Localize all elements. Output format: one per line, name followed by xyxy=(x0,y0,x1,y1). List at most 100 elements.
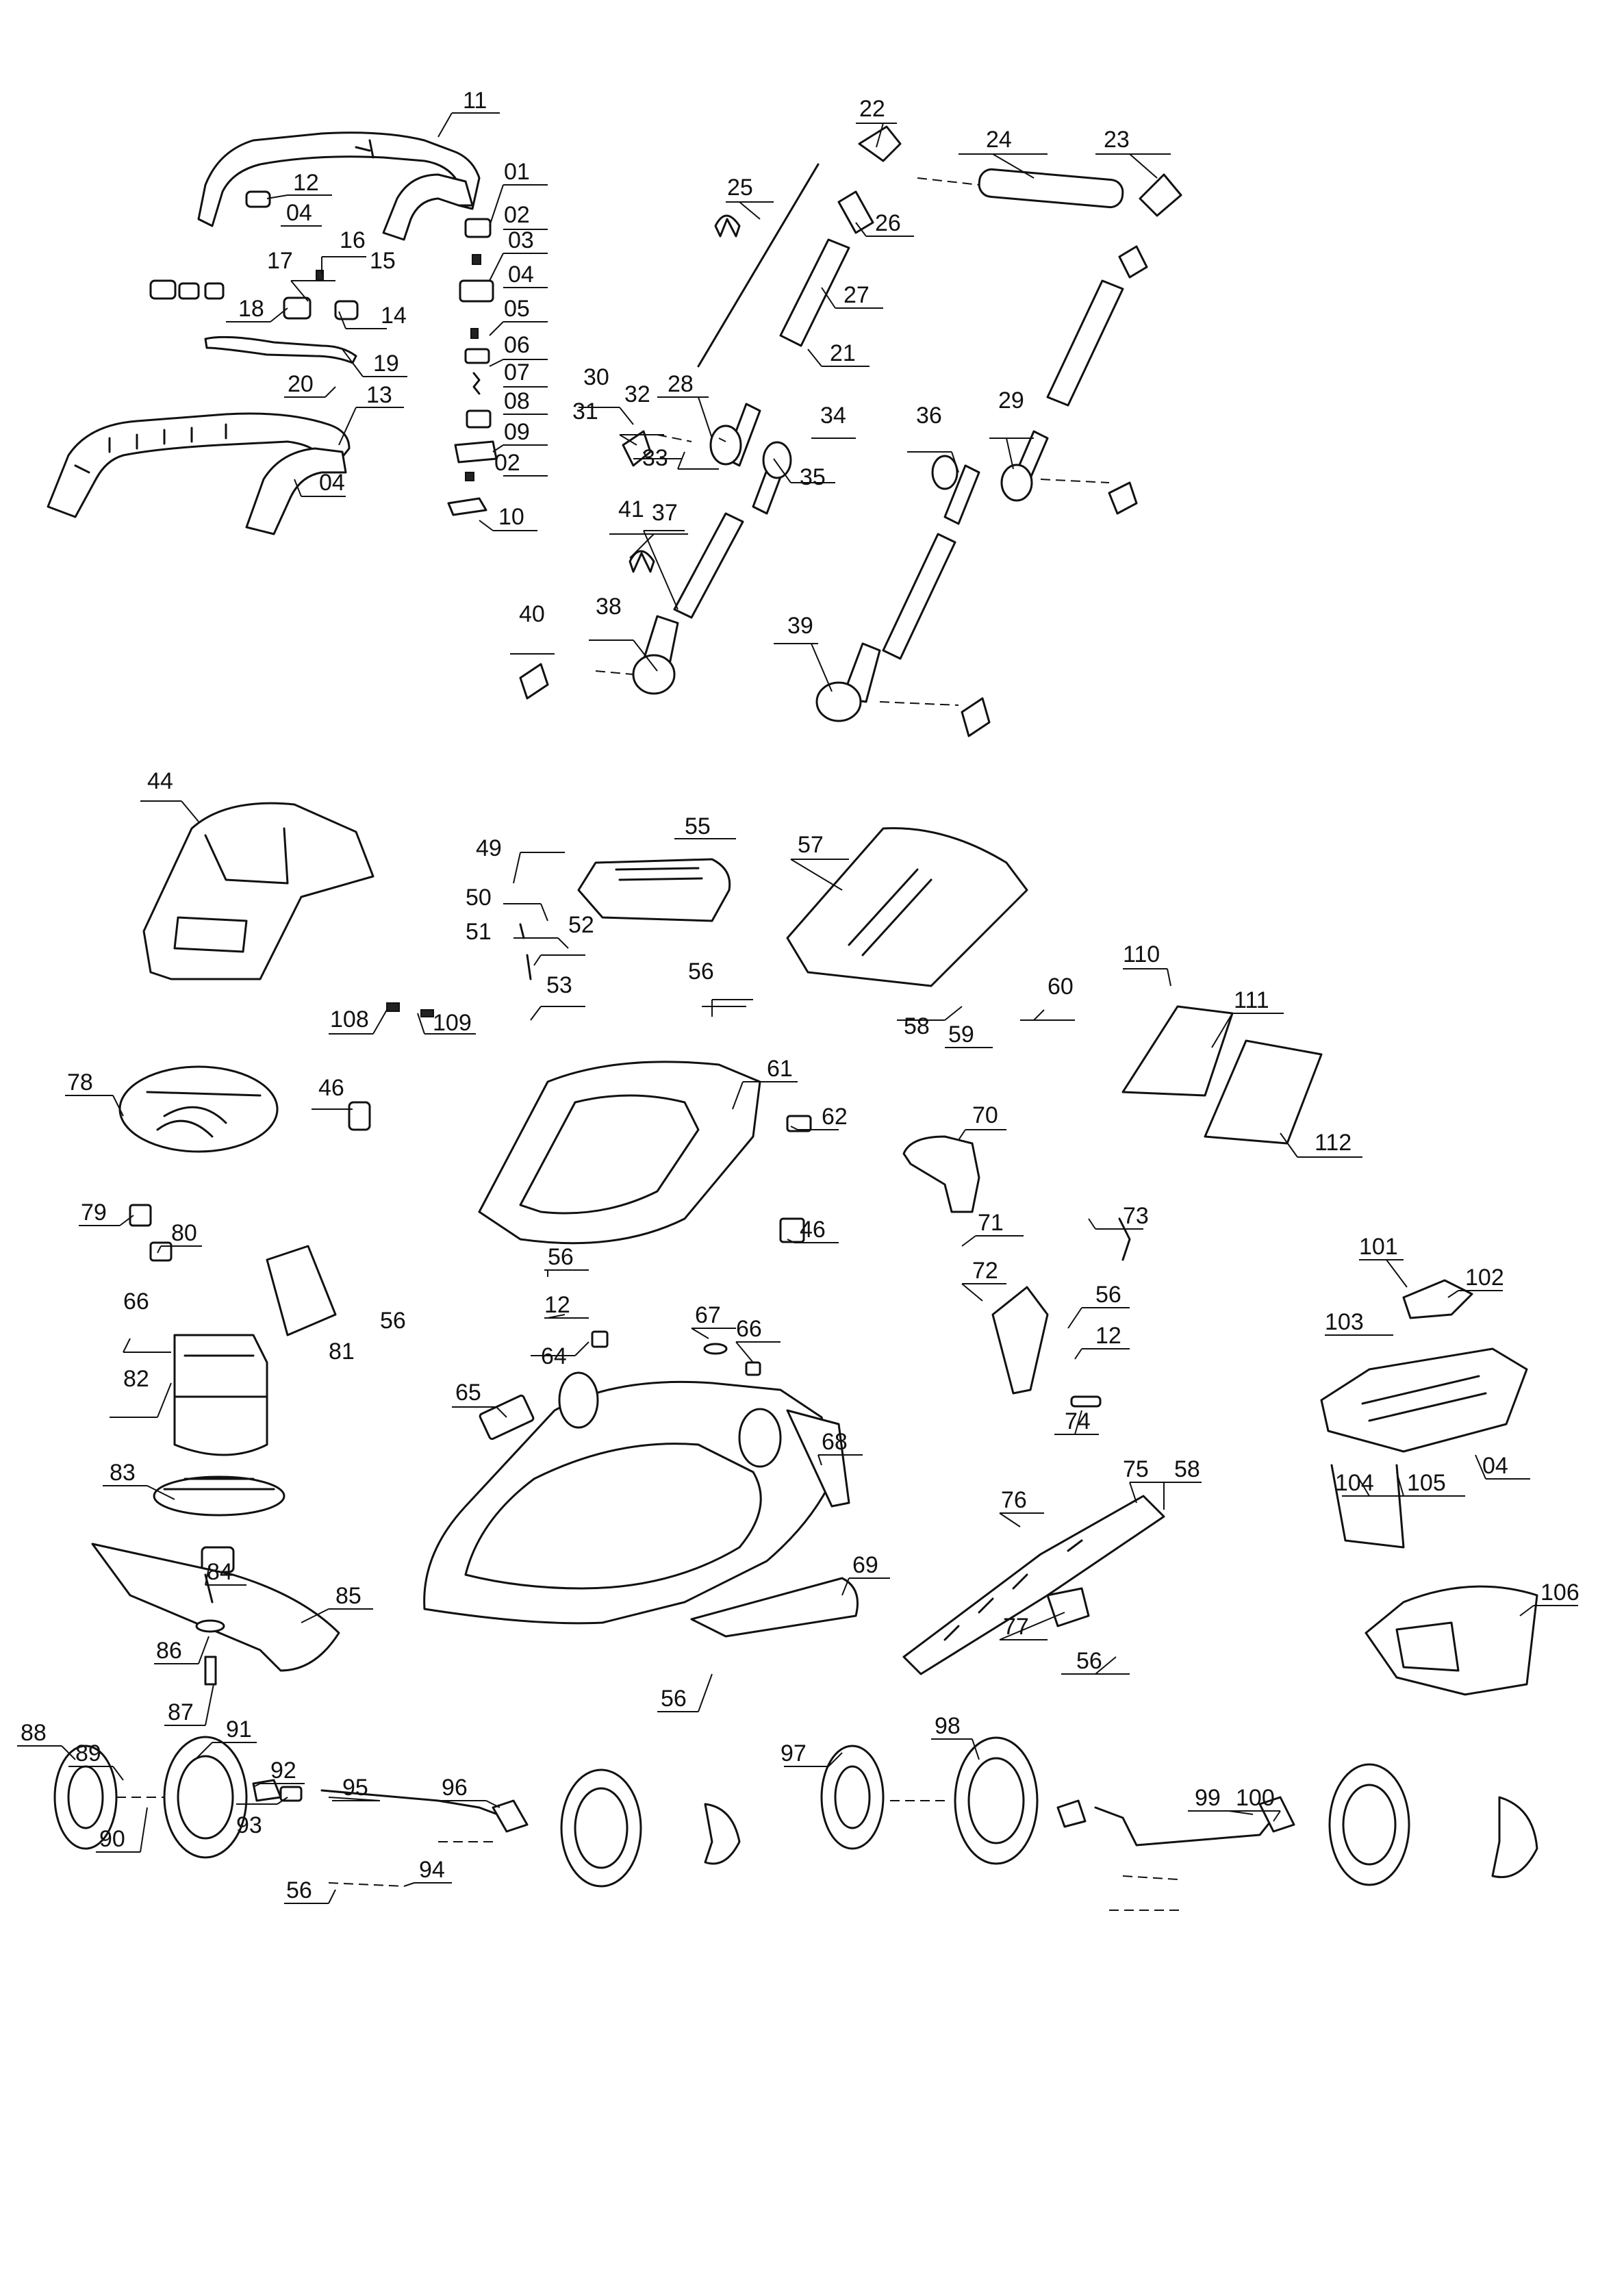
small-electrical-parts xyxy=(129,923,812,1336)
label-76: 76 xyxy=(1001,1487,1027,1513)
label-105: 105 xyxy=(1407,1470,1446,1496)
label-53: 53 xyxy=(546,972,572,998)
label-60: 60 xyxy=(1048,974,1074,1000)
handle-switch-parts xyxy=(447,218,498,516)
label-17: 17 xyxy=(267,248,293,274)
label-30: 30 xyxy=(583,364,609,390)
label-19: 19 xyxy=(373,351,399,377)
motor-assembly xyxy=(153,1334,286,1573)
label-75: 75 xyxy=(1123,1456,1149,1482)
label-73: 73 xyxy=(1123,1203,1149,1229)
label-77: 77 xyxy=(1003,1614,1029,1640)
mower-inner-frame xyxy=(478,1061,761,1245)
label-56b: 56 xyxy=(548,1244,574,1270)
label-04: 04 xyxy=(286,200,312,226)
label-84: 84 xyxy=(207,1559,233,1585)
label-85: 85 xyxy=(335,1583,361,1609)
part-labels: 11 01 12 04 02 16 03 17 15 04 05 18 14 0… xyxy=(21,88,1579,1903)
label-68: 68 xyxy=(822,1429,848,1455)
label-34: 34 xyxy=(820,403,846,429)
rear-axle xyxy=(116,1789,529,1887)
label-56g: 56 xyxy=(286,1877,312,1903)
label-67: 67 xyxy=(695,1302,721,1328)
label-56a: 56 xyxy=(688,959,714,985)
label-79: 79 xyxy=(81,1200,107,1226)
label-80: 80 xyxy=(171,1220,197,1246)
label-12c: 12 xyxy=(1095,1323,1121,1349)
label-05: 05 xyxy=(504,296,530,322)
label-23: 23 xyxy=(1104,127,1130,153)
label-66b: 66 xyxy=(736,1316,762,1342)
label-04c: 04 xyxy=(319,470,345,496)
label-35: 35 xyxy=(800,464,826,490)
label-38: 38 xyxy=(596,594,622,620)
label-66a: 66 xyxy=(123,1289,149,1315)
label-82: 82 xyxy=(123,1366,149,1392)
label-83: 83 xyxy=(110,1460,136,1486)
label-04d: 04 xyxy=(1482,1453,1508,1479)
label-22: 22 xyxy=(859,96,885,122)
label-51: 51 xyxy=(466,919,492,945)
label-02b: 02 xyxy=(494,450,520,476)
label-104: 104 xyxy=(1335,1470,1374,1496)
label-91: 91 xyxy=(226,1716,252,1742)
blade-fasteners xyxy=(195,1619,225,1686)
label-36: 36 xyxy=(916,403,942,429)
label-103: 103 xyxy=(1325,1309,1364,1335)
label-74: 74 xyxy=(1065,1408,1091,1434)
label-90: 90 xyxy=(99,1826,125,1852)
label-39: 39 xyxy=(787,613,813,639)
front-right-wheel-parts xyxy=(1328,1763,1538,1886)
label-109: 109 xyxy=(433,1010,472,1036)
handle-tubes xyxy=(595,125,1182,722)
front-axle xyxy=(890,1796,1295,1911)
label-18: 18 xyxy=(238,296,264,322)
handle-clamp-knobs xyxy=(519,430,1138,737)
label-106: 106 xyxy=(1540,1580,1579,1606)
label-97: 97 xyxy=(781,1740,807,1766)
label-81: 81 xyxy=(329,1339,355,1365)
label-100: 100 xyxy=(1236,1785,1275,1811)
label-03: 03 xyxy=(508,227,534,253)
rear-flap-cover xyxy=(142,802,375,980)
label-26: 26 xyxy=(875,210,901,236)
label-112: 112 xyxy=(1315,1130,1352,1156)
label-13: 13 xyxy=(366,382,392,408)
rear-right-wheel-parts xyxy=(560,1768,741,1888)
handle-connector-parts xyxy=(149,190,359,364)
label-99: 99 xyxy=(1195,1785,1221,1811)
label-78: 78 xyxy=(67,1069,93,1095)
label-33: 33 xyxy=(642,445,668,471)
label-46b: 46 xyxy=(800,1217,826,1243)
cable-set xyxy=(118,1065,279,1153)
label-56c: 56 xyxy=(1095,1282,1121,1308)
label-98: 98 xyxy=(935,1713,961,1739)
label-108: 108 xyxy=(330,1006,369,1032)
label-56f: 56 xyxy=(661,1686,687,1712)
label-96: 96 xyxy=(442,1775,468,1801)
cover-parts xyxy=(577,827,1323,1145)
label-62: 62 xyxy=(822,1104,848,1130)
grass-box-assembly xyxy=(1320,1279,1538,1696)
label-37: 37 xyxy=(652,500,678,526)
label-21: 21 xyxy=(830,340,856,366)
rear-left-wheel-parts xyxy=(53,1736,303,1859)
label-61: 61 xyxy=(767,1056,793,1082)
lower-handle-bar xyxy=(47,412,351,535)
label-04b: 04 xyxy=(508,262,534,288)
label-24: 24 xyxy=(986,127,1012,153)
label-72: 72 xyxy=(972,1258,998,1284)
label-07: 07 xyxy=(504,359,530,385)
switch-lever-assembly xyxy=(902,1135,1131,1408)
label-55: 55 xyxy=(685,813,711,839)
upper-handle-bar xyxy=(197,131,481,241)
label-09: 09 xyxy=(504,419,530,445)
label-12b: 12 xyxy=(544,1292,570,1318)
label-89: 89 xyxy=(75,1740,101,1766)
label-59: 59 xyxy=(948,1022,974,1048)
label-57: 57 xyxy=(798,832,824,858)
label-52: 52 xyxy=(568,912,594,938)
label-58a: 58 xyxy=(904,1013,930,1039)
label-92: 92 xyxy=(270,1758,296,1784)
